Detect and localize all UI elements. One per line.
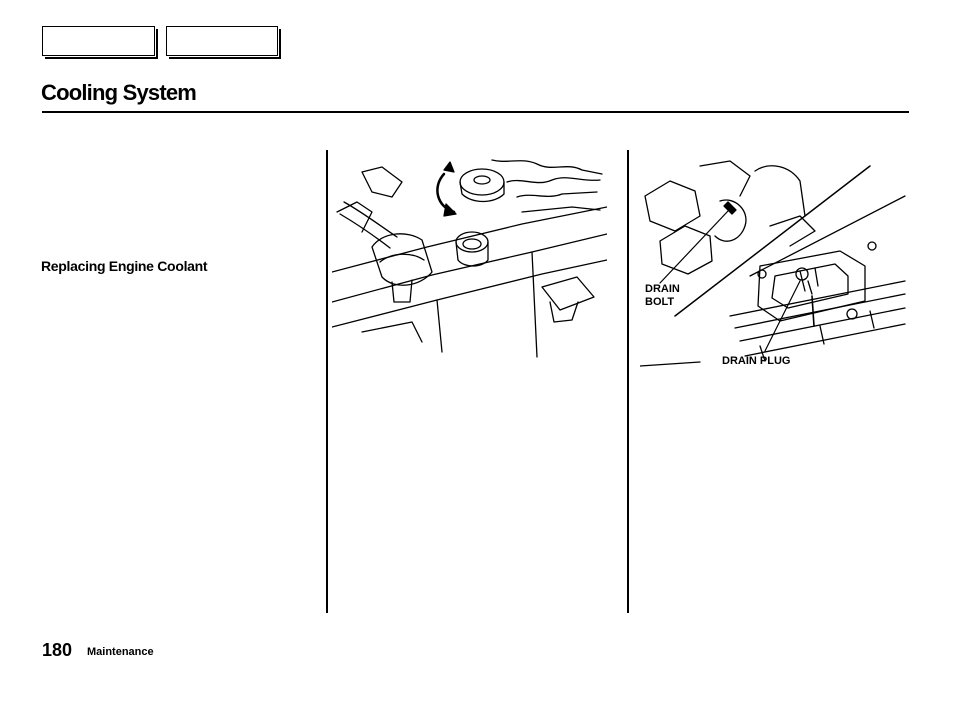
drain-plug-label: DRAIN PLUG: [722, 355, 791, 367]
drain-bolt-label: DRAIN BOLT: [645, 283, 680, 309]
section-heading: Replacing Engine Coolant: [41, 258, 208, 274]
drain-bolt-label-line1: DRAIN: [645, 283, 680, 295]
previous-page-button[interactable]: [42, 26, 158, 59]
radiator-drain-illustration: [640, 160, 906, 367]
column-divider-right: [627, 150, 629, 613]
footer-section-name: Maintenance: [87, 646, 154, 658]
radiator-cap-illustration: [332, 159, 607, 358]
page-title: Cooling System: [41, 80, 197, 105]
title-divider: [42, 111, 909, 113]
column-divider-left: [326, 150, 328, 613]
page-number: 180: [42, 640, 73, 660]
next-page-button[interactable]: [166, 26, 281, 59]
drain-bolt-label-line2: BOLT: [645, 296, 675, 308]
